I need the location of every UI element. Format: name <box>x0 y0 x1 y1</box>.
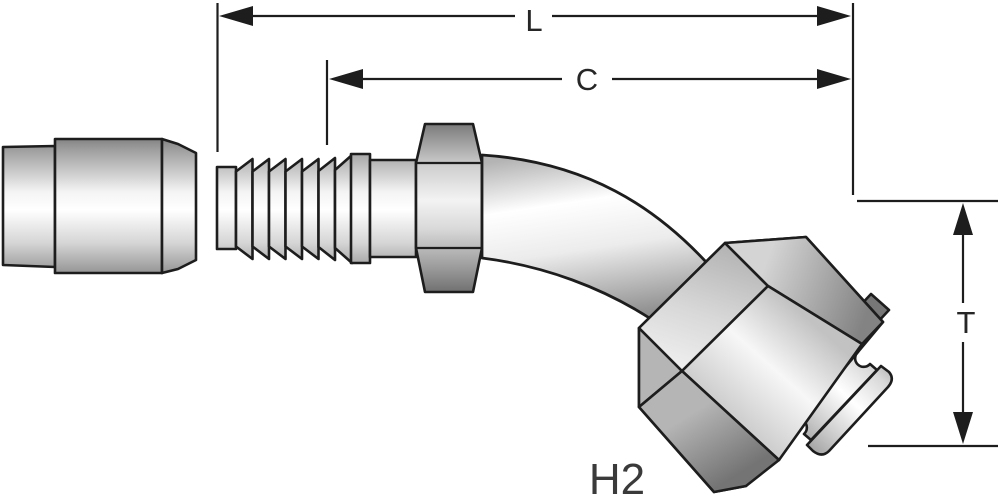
swivel-nut-bottom-facet <box>637 369 781 494</box>
ferrule-sleeve <box>1 137 198 275</box>
hex-nut-outline <box>414 122 484 294</box>
l-arrowhead-left-icon <box>219 6 253 26</box>
barb-tooth <box>317 156 337 262</box>
ferrule-nose <box>160 137 198 275</box>
barb-tooth <box>333 153 354 265</box>
port-end-bead <box>805 364 894 456</box>
hex-nut <box>414 122 484 294</box>
barb-tooth <box>267 157 287 261</box>
dimension-label-C: C <box>576 62 598 97</box>
stem-neck <box>368 158 418 259</box>
stem-end-ring <box>215 165 238 251</box>
ferrule-body <box>53 137 164 275</box>
barb-tooth <box>300 157 320 261</box>
c-arrowhead-left-icon <box>329 69 363 89</box>
dimension-label-T: T <box>957 305 976 340</box>
dimension-label-L: L <box>525 3 542 38</box>
t-arrowhead-down-icon <box>953 412 973 444</box>
c-arrowhead-right-icon <box>817 69 851 89</box>
barb-tooth <box>234 157 254 261</box>
dimension-lines <box>216 3 998 448</box>
ferrule-skirt <box>1 144 57 269</box>
barb-tooth <box>251 157 271 261</box>
dimension-arrowheads <box>219 6 973 444</box>
swivel-nut-top-facet <box>723 235 885 346</box>
part-label-H2: H2 <box>589 455 645 497</box>
t-arrowhead-up-icon <box>953 203 973 235</box>
barb-tooth <box>284 157 304 261</box>
l-arrowhead-right-icon <box>817 6 851 26</box>
swivel-nut <box>637 235 885 494</box>
stem-collar-band <box>349 152 372 265</box>
hose-barb-stem <box>215 152 418 265</box>
